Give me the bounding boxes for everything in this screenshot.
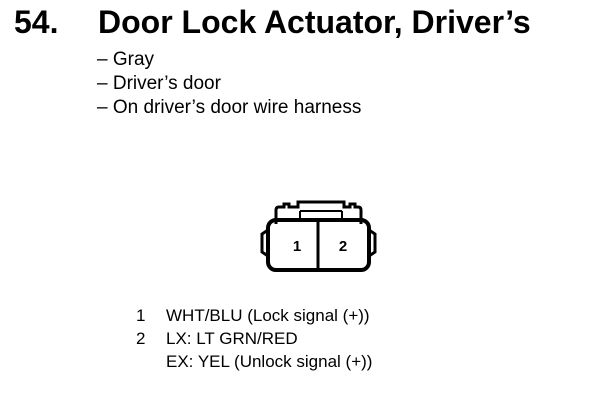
section-heading: 54. Door Lock Actuator, Driver’s [14, 2, 531, 42]
pin-description: LX: LT GRN/RED [166, 329, 298, 348]
connector-pin-1-label: 1 [293, 238, 301, 255]
pinout-row: 1 WHT/BLU (Lock signal (+)) [136, 304, 372, 327]
connector-left-ear [260, 228, 269, 258]
description-location: – Driver’s door [97, 73, 221, 94]
section-number: 54. [14, 4, 59, 40]
description-color: – Gray [97, 49, 155, 70]
connector-pin-2-label: 2 [339, 238, 347, 255]
pin-number: 2 [136, 329, 146, 348]
page-title: Door Lock Actuator, Driver’s [98, 4, 531, 40]
connector-diagram: 1 2 [258, 200, 378, 276]
connector-latch [274, 200, 363, 224]
connector-right-ear [368, 228, 377, 258]
pin-description: WHT/BLU (Lock signal (+)) [166, 306, 370, 325]
pin-description-continued: EX: YEL (Unlock signal (+)) [166, 352, 373, 371]
description-harness: – On driver’s door wire harness [97, 97, 362, 118]
pin-number: 1 [136, 306, 146, 325]
component-description-list: – Gray – Driver’s door – On driver’s doo… [97, 48, 361, 120]
pinout-row: 2 LX: LT GRN/RED [136, 327, 372, 350]
pinout-table: 1 WHT/BLU (Lock signal (+)) 2 LX: LT GRN… [136, 304, 372, 373]
